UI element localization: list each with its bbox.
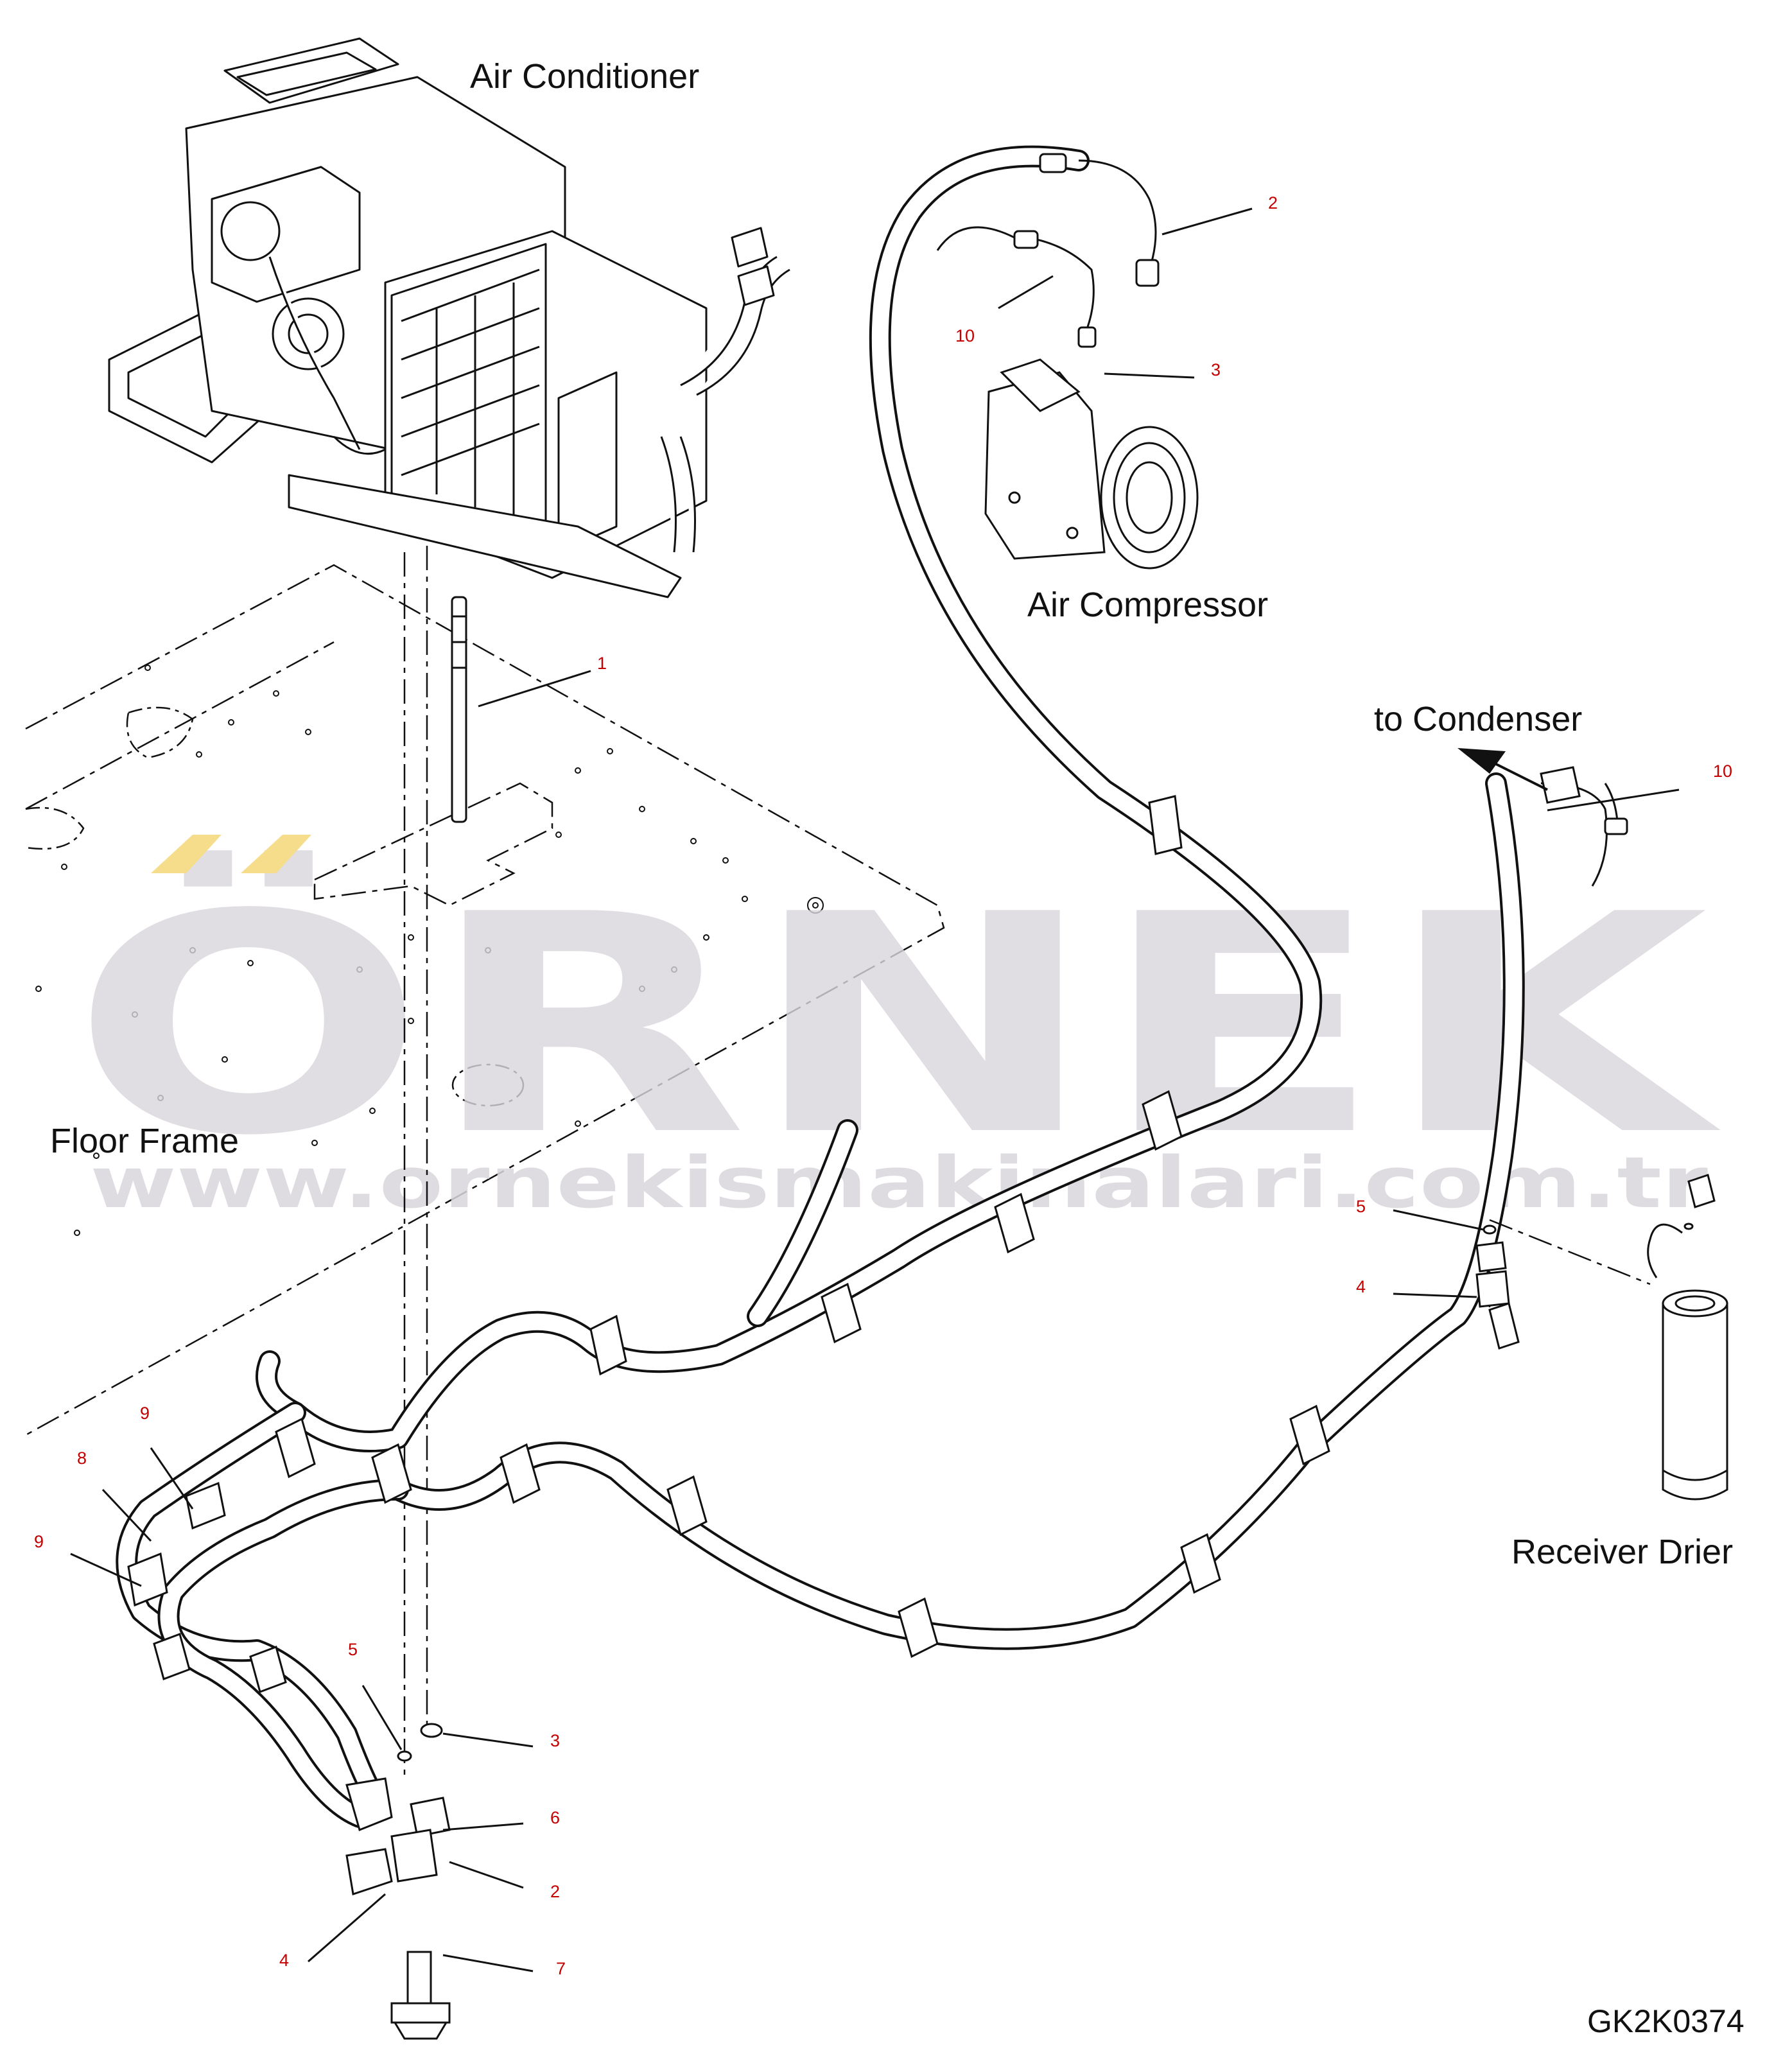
alignment-line-drier — [1489, 1219, 1651, 1285]
callout-numbers: 1 2 3 10 10 5 4 9 8 9 5 3 6 2 4 7 — [34, 193, 1732, 1978]
callout-2-top: 2 — [1268, 193, 1278, 213]
callout-3-top: 3 — [1211, 360, 1221, 379]
watermark-brand: ÖRNEK — [71, 847, 1723, 1201]
callout-10-top: 10 — [955, 326, 975, 345]
floor-frame-holes — [35, 665, 824, 1236]
air-conditioner-label: Air Conditioner — [470, 57, 699, 96]
hose-clamps — [127, 795, 1520, 1693]
callout-5-right: 5 — [1356, 1197, 1366, 1216]
air-compressor-label: Air Compressor — [1027, 586, 1268, 624]
drier-fittings — [1475, 1224, 1510, 1308]
receiver-drier-label: Receiver Drier — [1511, 1533, 1733, 1571]
hose-compressor-lines — [936, 153, 1160, 348]
callout-9-lower: 9 — [34, 1532, 44, 1551]
hose-liquid-line — [387, 772, 1525, 1650]
callout-leaders — [70, 207, 1680, 1972]
watermark-url: www.ornekismakinalari.com.tr — [90, 1142, 1708, 1224]
callout-4-bottom: 4 — [279, 1951, 289, 1970]
hose-main-suction — [256, 145, 1323, 1452]
callout-2-bottom: 2 — [550, 1882, 560, 1901]
air-conditioner-unit — [108, 37, 790, 598]
callout-7: 7 — [556, 1959, 566, 1978]
callout-4-right: 4 — [1356, 1277, 1366, 1296]
watermark-accent-left — [151, 835, 222, 873]
bottom-fittings — [345, 1723, 451, 2040]
air-compressor — [984, 358, 1199, 570]
hose-condenser-line — [1540, 766, 1628, 887]
drain-tube — [451, 596, 467, 823]
callout-9-upper: 9 — [140, 1404, 150, 1423]
callout-5-bottom: 5 — [348, 1640, 358, 1659]
condenser-arrow — [1457, 748, 1548, 791]
watermark: ÖRNEK www.ornekismakinalari.com.tr — [71, 835, 1723, 1224]
floor-frame-outline — [25, 564, 945, 1436]
callout-8: 8 — [77, 1449, 87, 1468]
floor-frame-label: Floor Frame — [50, 1122, 239, 1160]
to-condenser-label: to Condenser — [1374, 700, 1582, 738]
callout-6: 6 — [550, 1808, 560, 1827]
callout-3-bottom: 3 — [550, 1731, 560, 1750]
watermark-accent-right — [241, 835, 311, 873]
drawing-code: GK2K0374 — [1587, 2003, 1744, 2039]
receiver-drier-part — [1647, 1174, 1728, 1501]
callout-1: 1 — [597, 654, 607, 673]
callout-10-right: 10 — [1713, 762, 1732, 781]
